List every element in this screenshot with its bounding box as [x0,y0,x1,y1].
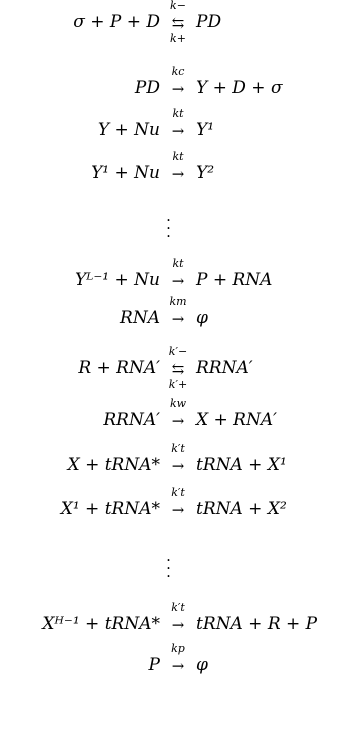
equation-rhs: P + RNA [196,269,273,290]
rate-constant: k′− [168,345,188,358]
rate-constant: k− [170,0,186,12]
equation-rhs: tRNA + R + P [196,613,318,634]
reaction-arrow: →kc [160,66,196,98]
equation-lhs: Y¹ + Nu [91,162,160,183]
equation-rhs: tRNA + X² [196,498,287,519]
equation-row: R + RNA′ ⇆k′− k′+ RRNA′ [0,346,337,390]
equation-rhs: tRNA + X¹ [196,454,287,475]
rate-constant: kt [172,150,184,163]
arrow-icon: → [171,121,185,140]
equation-lhs: X¹ + tRNA* [60,498,160,519]
equation-lhs: P [148,654,160,675]
arrow-icon: → [171,411,185,430]
equation-rhs: Y¹ [196,119,215,140]
rate-constant: k′t [171,601,185,614]
rate-constant: k′t [171,486,185,499]
arrow-icon: → [171,656,185,675]
rate-constant: kp [171,642,185,655]
arrow-icon: → [171,500,185,519]
reaction-arrow: →kw [160,398,196,430]
arrow-icon: → [171,164,185,183]
equation-row: σ + P + D ⇆k− k+ PD [0,0,337,44]
reaction-arrow: →kt [160,108,196,140]
vertical-ellipsis: ... [166,207,171,241]
equation-lhs: X + tRNA* [67,454,160,475]
rate-constant: k+ [170,32,186,45]
equation-rhs: φ [196,307,208,328]
arrow-icon: → [171,456,185,475]
equation-lhs: RNA [120,307,160,328]
equation-rhs: X + RNA′ [196,409,277,430]
rate-constant: k′t [171,442,185,455]
equation-rhs: PD [196,11,222,32]
equation-lhs: PD [134,77,160,98]
reaction-arrow: ⇆k− k+ [160,0,196,44]
rate-constant: k′+ [168,378,188,391]
equation-rhs: φ [196,654,208,675]
arrow-icon: → [171,79,185,98]
reaction-arrow: →k′t [160,602,196,634]
equation-lhs: R + RNA′ [78,357,160,378]
arrow-icon: → [171,615,185,634]
arrow-icon: → [171,271,185,290]
rate-constant: kt [172,257,184,270]
reaction-arrow: →km [160,296,196,328]
reaction-arrow: →kt [160,258,196,290]
rate-constant: kw [169,397,187,410]
equation-rhs: RRNA′ [196,357,253,378]
vertical-ellipsis: ... [166,547,171,581]
reaction-arrow: →k′t [160,487,196,519]
reaction-arrow: ⇆k′− k′+ [160,346,196,390]
equation-lhs: RRNA′ [103,409,160,430]
rate-constant: kt [172,107,184,120]
arrow-icon: ⇆ [171,13,185,32]
equation-lhs: σ + P + D [73,11,160,32]
arrow-icon: → [171,309,185,328]
reaction-arrow: →kp [160,643,196,675]
equation-lhs: Xᴴ⁻¹ + tRNA* [42,613,160,634]
equation-lhs: Yᴸ⁻¹ + Nu [75,269,160,290]
reaction-arrow: →k′t [160,443,196,475]
rate-constant: kc [171,65,185,78]
rate-constant: km [169,295,187,308]
equation-rhs: Y² [196,162,215,183]
arrow-icon: ⇆ [171,359,185,378]
reaction-arrow: →kt [160,151,196,183]
equation-rhs: Y + D + σ [196,77,283,98]
equation-lhs: Y + Nu [97,119,160,140]
